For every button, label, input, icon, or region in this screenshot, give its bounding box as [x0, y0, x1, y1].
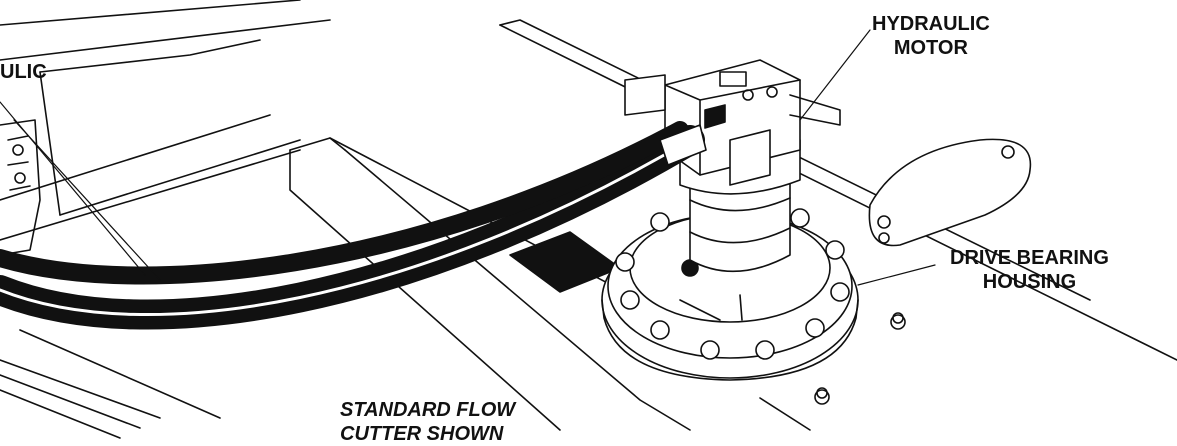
drive-bearing-housing-label-line2: HOUSING [982, 271, 1077, 293]
hydraulic-hoses [0, 121, 707, 330]
hose-label-text: ULIC [0, 61, 47, 83]
hydraulic-motor-label: HYDRAULIC MOTOR [872, 12, 990, 60]
loose-bolts [522, 222, 906, 405]
left-bracket [0, 119, 41, 256]
drive-bearing-housing-label-line1: DRIVE BEARING [950, 247, 1109, 269]
drive-bearing-housing-label: DRIVE BEARING HOUSING [950, 246, 1109, 294]
leader-lines [0, 29, 936, 286]
hydraulic-motor-label-line1: HYDRAULIC [872, 13, 990, 35]
hydraulic-motor-label-line2: MOTOR [893, 37, 968, 59]
oval-plate [868, 138, 1032, 247]
hose-label: ULIC [0, 60, 47, 84]
deck-frame-left [0, 0, 331, 439]
figure-caption-line2: CUTTER SHOWN [340, 423, 504, 445]
figure-caption: STANDARD FLOW CUTTER SHOWN [340, 398, 515, 446]
bearing-housing [601, 208, 859, 381]
figure-caption-line1: STANDARD FLOW [340, 399, 516, 421]
